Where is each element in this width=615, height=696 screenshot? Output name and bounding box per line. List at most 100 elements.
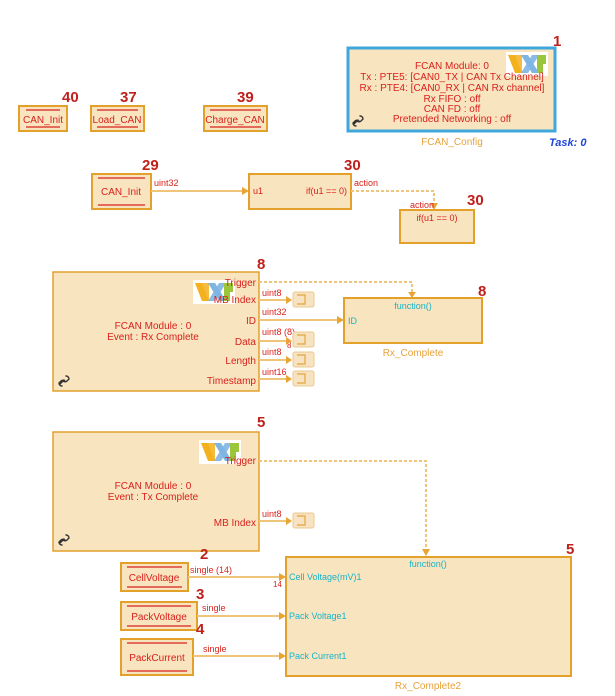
priority-label: 8 [478,283,486,300]
priority-label: 8 [257,256,265,273]
if-action-block[interactable]: 30 action if(u1 == 0) [399,192,484,244]
signal-type: uint16 [262,367,287,377]
signal-type: single [203,644,227,654]
terminator-block[interactable] [292,331,315,348]
port-mb-index: MB Index [214,295,256,306]
wire-arrow [286,296,292,304]
block-body: if(u1 == 0) [416,213,457,223]
action-wire [351,190,435,203]
port-mb-index: MB Index [214,518,256,529]
config-line: Rx : PTE4: [CAN0_RX | CAN Rx channel] [360,83,545,94]
priority-label: 30 [344,157,361,174]
fcan-config-block[interactable]: 1 FCAN Module: 0 Tx : PTE5: [CAN0_TX | C… [346,33,561,148]
can-init-block-top[interactable]: 40 CAN_Init [18,89,79,132]
action-in-label: action [410,200,434,210]
block-label: PackCurrent [129,653,185,664]
wire-arrow [286,356,292,364]
terminator-block[interactable] [292,351,315,368]
isr-line: Event : Tx Complete [108,492,199,503]
config-line: FCAN Module: 0 [415,61,489,72]
port-length: Length [225,356,256,367]
priority-label: 4 [196,621,205,638]
block-label: CAN_Init [101,187,141,198]
wire-arrow [242,187,249,195]
task-label: Task: 0 [549,137,587,149]
signal-width: 8 [287,341,292,350]
wire-arrow [286,517,292,525]
config-line: Tx : PTE5: [CAN0_TX | CAN Tx Channel] [360,72,544,83]
block-label: Charge_CAN [205,115,264,126]
load-can-block[interactable]: 37 Load_CAN [90,89,145,132]
priority-label: 5 [257,414,265,431]
priority-label: 5 [566,541,574,558]
in-port-label: u1 [253,186,263,196]
priority-label: 1 [553,33,561,50]
block-label: CAN_Init [23,115,63,126]
in-port-label: Pack Voltage1 [289,611,347,621]
priority-label: 40 [62,89,79,106]
port-timestamp: Timestamp [207,376,257,387]
isr-line: FCAN Module : 0 [115,321,192,332]
tx-isr-block[interactable]: 5 FCAN Module : 0 Event : Tx Complete Tr… [52,414,265,552]
isr-line: FCAN Module : 0 [115,481,192,492]
pack-current-block[interactable]: 4 PackCurrent [120,621,205,676]
signal-type: uint8 [262,347,282,357]
charge-can-block[interactable]: 39 Charge_CAN [203,89,268,132]
block-caption: Rx_Complete2 [395,681,462,692]
block-label: Load_CAN [93,115,142,126]
port-data: Data [235,337,257,348]
wire-arrow [279,612,286,620]
wire-arrow [286,375,292,383]
block-label: PackVoltage [131,612,187,623]
signal-type: uint32 [154,178,179,188]
wire-arrow [279,573,286,581]
rx-complete2-block[interactable]: 5 function() Cell Voltage(mV)1 Pack Volt… [285,541,574,692]
signal-type: uint8 (8) [262,327,295,337]
wire-arrow [422,549,430,556]
priority-label: 37 [120,89,137,106]
signal-width: 14 [273,580,282,589]
config-line: Pretended Networking : off [393,114,511,125]
terminator-block[interactable] [292,370,315,387]
terminator-block[interactable] [292,291,315,308]
wire-arrow [286,337,292,345]
priority-label: 2 [200,546,208,563]
can-init-block-mid[interactable]: 29 CAN_Init [91,157,159,210]
port-trigger: Trigger [225,278,257,289]
trigger-wire [259,281,413,292]
wire-arrow [408,292,416,298]
signal-type: uint8 [262,509,282,519]
trigger-wire [259,460,427,549]
config-line: CAN FD : off [424,104,481,115]
in-port-label: Cell Voltage(mV)1 [289,572,362,582]
rx-complete-block[interactable]: 8 function() ID Rx_Complete [343,283,486,359]
priority-label: 3 [196,586,204,603]
port-id: ID [246,316,256,327]
wire-arrow [279,652,286,660]
port-trigger: Trigger [225,456,257,467]
isr-line: Event : Rx Complete [107,332,199,343]
priority-label: 39 [237,89,254,106]
config-line: Rx FIFO : off [423,94,480,105]
pack-voltage-block[interactable]: 3 PackVoltage [120,586,204,631]
priority-label: 30 [467,192,484,209]
wire-arrow [337,316,344,324]
signal-type: single [202,603,226,613]
priority-label: 29 [142,157,159,174]
block-caption: FCAN_Config [421,137,483,148]
cell-voltage-block[interactable]: 2 CellVoltage [120,546,208,592]
wire-arrow [430,203,438,210]
in-port-label: Pack Current1 [289,651,347,661]
condition-label: if(u1 == 0) [306,186,347,196]
rx-isr-block[interactable]: 8 FCAN Module : 0 Event : Rx Complete Tr… [52,256,265,392]
action-out-label: action [354,178,378,188]
block-caption: Rx_Complete [383,348,444,359]
signal-type: uint8 [262,288,282,298]
if-block[interactable]: 30 u1 if(u1 == 0) [248,157,361,210]
signal-type: uint32 [262,307,287,317]
function-title: function() [394,301,432,311]
terminator-block[interactable] [292,512,315,529]
signal-type: single (14) [190,565,232,575]
in-port-label: ID [348,316,358,326]
